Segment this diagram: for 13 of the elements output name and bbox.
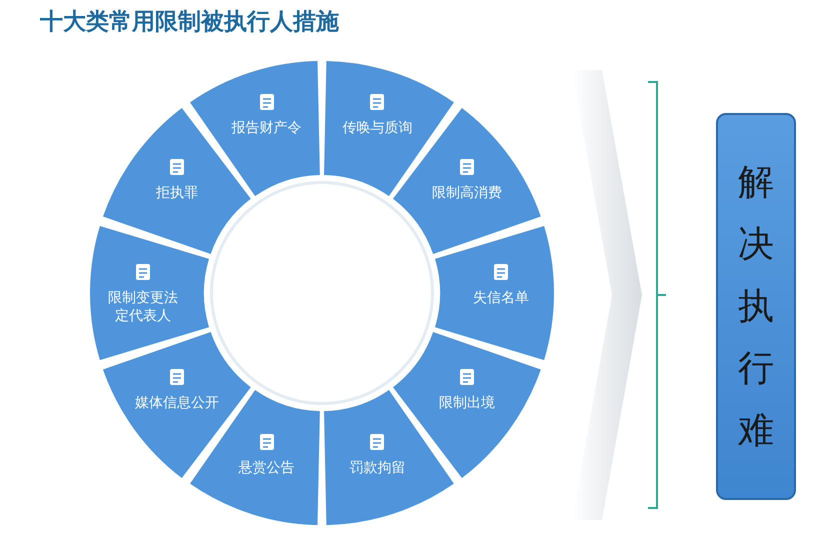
- segment-label: 传唤与质询: [342, 118, 412, 137]
- vertical-text: 解决执行难: [737, 160, 775, 452]
- segment-label: 限制高消费: [432, 184, 502, 202]
- result-box: [716, 113, 796, 500]
- segment-label: 报告财产令: [232, 118, 302, 137]
- segment-label: 限制出境: [438, 394, 495, 412]
- segment-label: 限制变更法定代表人: [108, 288, 178, 325]
- segment-label: 拒执罪: [156, 184, 198, 202]
- segment-label: 媒体信息公开: [135, 394, 220, 412]
- segment-label: 悬赏公告: [238, 459, 295, 478]
- segment-label: 罚款拘留: [349, 459, 406, 478]
- segment-label: 失信名单: [472, 288, 529, 307]
- title: 十大类常用限制被执行人措施: [40, 8, 339, 37]
